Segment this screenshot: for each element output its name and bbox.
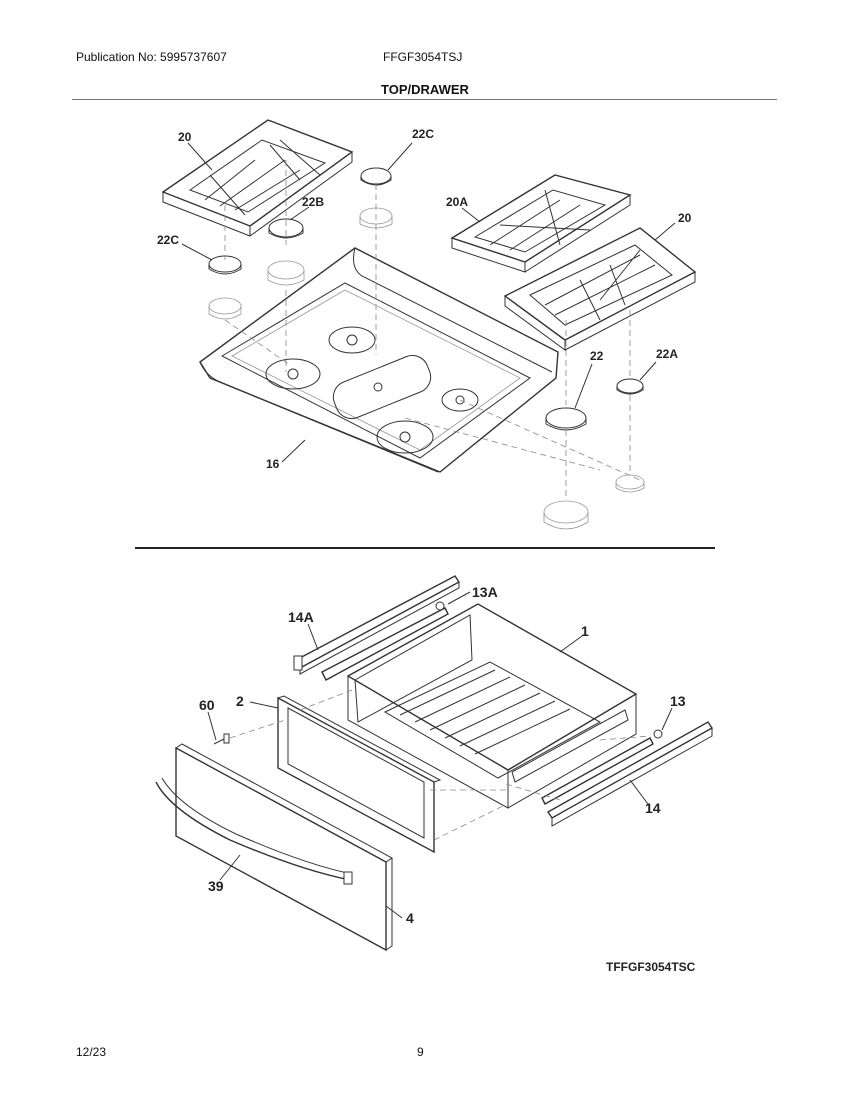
callout-14a: 14A	[288, 609, 314, 625]
rail-right	[541, 721, 714, 827]
publication-number: Publication No: 5995737607	[76, 50, 227, 64]
callout-60: 60	[199, 697, 215, 713]
footer-date: 12/23	[76, 1045, 107, 1059]
callout-20-left: 20	[178, 130, 192, 144]
callout-2: 2	[236, 693, 244, 709]
callout-14: 14	[645, 800, 661, 816]
drawer-assembly	[155, 575, 714, 952]
grate-right	[503, 227, 697, 351]
callout-22a: 22A	[656, 347, 678, 361]
drawer-front-frame	[277, 695, 442, 854]
header-divider	[72, 99, 777, 100]
callout-16: 16	[266, 457, 280, 471]
diagram-code: TFFGF3054TSC	[606, 960, 696, 974]
burner-caps	[208, 167, 644, 431]
callout-20-right: 20	[678, 211, 692, 225]
alignment-lines-drawer	[229, 689, 651, 841]
callout-22c-top: 22C	[412, 127, 434, 141]
grate-left	[161, 119, 354, 237]
section-title: TOP/DRAWER	[381, 82, 469, 97]
model-number: FFGF3054TSJ	[383, 50, 463, 64]
callout-4: 4	[406, 910, 414, 926]
burner-heads	[208, 207, 645, 530]
callout-22b: 22B	[302, 195, 324, 209]
callout-13a: 13A	[472, 584, 498, 600]
page-number: 9	[417, 1045, 424, 1059]
grate-mid	[450, 174, 632, 273]
cooktop-part	[199, 247, 559, 473]
drawer-body	[346, 603, 638, 809]
alignment-lines-top	[224, 160, 641, 500]
callout-20a: 20A	[446, 195, 468, 209]
screw-part	[213, 733, 230, 745]
drawer-handle	[155, 777, 353, 885]
cooktop-assembly	[161, 119, 697, 530]
callout-39: 39	[208, 878, 224, 894]
callout-leaders	[181, 142, 676, 919]
callout-13: 13	[670, 693, 686, 709]
callout-22c-left: 22C	[157, 233, 179, 247]
rail-left	[293, 575, 461, 681]
callout-22: 22	[590, 349, 604, 363]
callout-1: 1	[581, 623, 589, 639]
